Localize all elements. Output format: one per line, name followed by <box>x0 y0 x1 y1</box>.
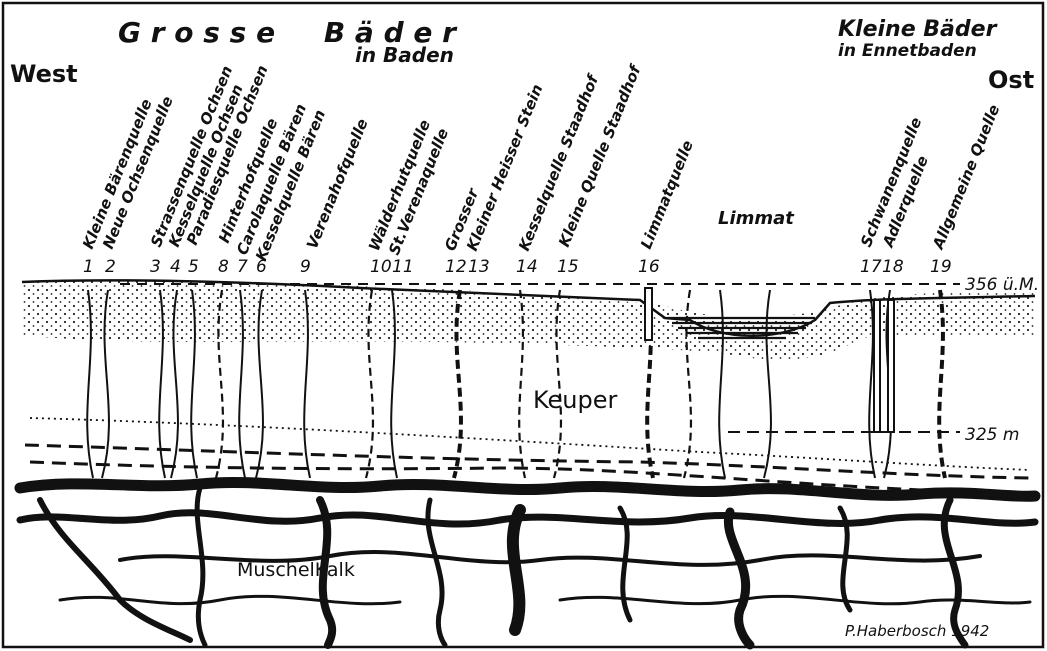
spring-number-6: 6 <box>256 257 267 277</box>
level-label-325: 325 m <box>965 425 1019 445</box>
river-label-limmat: Limmat <box>718 208 795 229</box>
spring-number-19: 19 <box>930 257 952 277</box>
spring-number-9: 9 <box>300 257 311 277</box>
layer-label-keuper: Keuper <box>533 386 618 414</box>
spring-number-1: 1 <box>83 257 94 277</box>
author-signature: P.Haberbosch 1942 <box>845 622 989 640</box>
title-kleine-baeder: Kleine Bäder <box>838 17 998 42</box>
spring-number-7: 7 <box>237 257 248 277</box>
label-west: West <box>10 60 78 88</box>
spring-number-3: 3 <box>150 257 161 277</box>
spring-number-16: 16 <box>638 257 660 277</box>
spring-number-11: 11 <box>392 257 414 277</box>
spring-number-5: 5 <box>188 257 199 277</box>
spring-number-10: 10 <box>370 257 392 277</box>
layer-label-muschelkalk: MuschelKalk <box>237 559 355 581</box>
spring-number-13: 13 <box>468 257 490 277</box>
subtitle-in-ennetbaden: in Ennetbaden <box>838 41 977 61</box>
well-shaft <box>645 288 652 340</box>
spring-name-19: Allgemeine Quelle <box>929 102 1004 252</box>
level-label-356: 356 ü.M. <box>965 275 1039 295</box>
spring-name-16: Limmatquelle <box>637 138 697 252</box>
spring-number-15: 15 <box>557 257 579 277</box>
spring-number-18: 18 <box>882 257 904 277</box>
spring-number-8: 8 <box>218 257 229 277</box>
spring-number-2: 2 <box>105 257 116 277</box>
label-ost: Ost <box>988 66 1034 94</box>
spring-number-17: 17 <box>860 257 882 277</box>
spring-number-12: 12 <box>445 257 467 277</box>
subtitle-in-baden: in Baden <box>355 43 454 67</box>
muschelkalk-network <box>20 482 1035 645</box>
well-shaft <box>888 300 894 432</box>
spring-number-14: 14 <box>516 257 538 277</box>
well-shaft <box>874 300 880 432</box>
spring-number-4: 4 <box>170 257 181 277</box>
